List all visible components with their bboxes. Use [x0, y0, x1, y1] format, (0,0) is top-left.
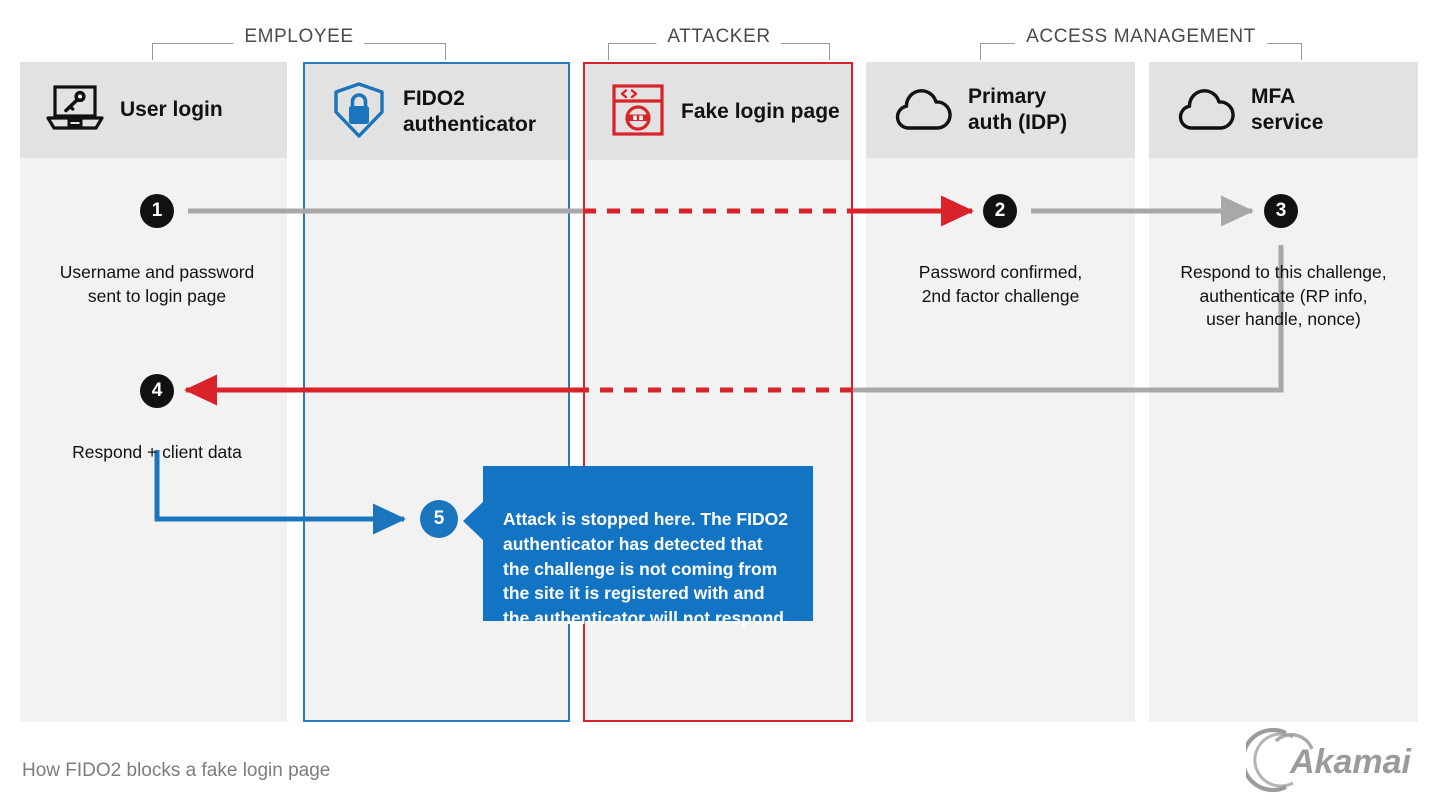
step-badge-1: 1 [140, 194, 174, 228]
lane-header-fido2: FIDO2 authenticator [305, 64, 568, 160]
laptop-key-icon [46, 84, 104, 137]
step-caption-text: Username and password sent to login page [59, 262, 255, 306]
shield-lock-icon [331, 81, 387, 144]
step-number: 3 [1275, 200, 1287, 221]
group-bracket-employee: EMPLOYEE [152, 26, 446, 62]
cloud-icon [1175, 84, 1235, 137]
bracket-tick-right [1301, 43, 1302, 60]
step-number: 4 [151, 380, 163, 401]
bracket-tick-right [829, 43, 830, 60]
step-badge-2: 2 [983, 194, 1017, 228]
lane-title: Fake login page [681, 100, 840, 124]
group-label: EMPLOYEE [233, 26, 365, 48]
group-label: ATTACKER [656, 26, 782, 48]
step-caption-text: Respond to this challenge, authenticate … [1180, 262, 1387, 330]
step-badge-5: 5 [420, 500, 458, 538]
step-caption-2: Password confirmed, 2nd factor challenge [866, 238, 1135, 308]
fake-browser-icon [611, 83, 665, 142]
akamai-wordmark: Akamai [1289, 743, 1413, 781]
step-badge-4: 4 [140, 374, 174, 408]
step-caption-text: Password confirmed, 2nd factor challenge [918, 262, 1083, 306]
group-bracket-attacker: ATTACKER [608, 26, 830, 62]
bracket-tick-right [445, 43, 446, 60]
lane-title: Primary auth (IDP) [968, 85, 1068, 134]
cloud-icon [892, 84, 952, 137]
group-bracket-access-management: ACCESS MANAGEMENT [980, 26, 1302, 62]
callout-text: Attack is stopped here. The FIDO2 authen… [503, 508, 789, 629]
lane-header-user-login: User login [20, 62, 287, 158]
step-badge-3: 3 [1264, 194, 1298, 228]
lane-mfa-service: MFA service [1149, 62, 1418, 722]
bracket-tick-left [152, 43, 153, 60]
lane-header-fake-login: Fake login page [585, 64, 851, 160]
step-caption-text: Respond + client data [72, 442, 242, 463]
lane-primary-auth: Primary auth (IDP) [866, 62, 1135, 722]
callout-step5: Attack is stopped here. The FIDO2 authen… [483, 466, 813, 628]
step-caption-4: Respond + client data [20, 418, 294, 465]
bracket-tick-left [608, 43, 609, 60]
lane-header-mfa-service: MFA service [1149, 62, 1418, 158]
group-label: ACCESS MANAGEMENT [1015, 26, 1267, 48]
step-number: 2 [994, 200, 1006, 221]
footer-caption: How FIDO2 blocks a fake login page [22, 760, 331, 781]
step-caption-1: Username and password sent to login page [20, 238, 294, 308]
akamai-logo: Akamai [1246, 727, 1413, 793]
lane-title: FIDO2 authenticator [403, 87, 537, 136]
bracket-tick-left [980, 43, 981, 60]
step-caption-3: Respond to this challenge, authenticate … [1149, 238, 1418, 332]
lane-title: MFA service [1251, 85, 1324, 134]
lane-header-primary-auth: Primary auth (IDP) [866, 62, 1135, 158]
step-number: 1 [151, 200, 163, 221]
lane-title: User login [120, 98, 223, 122]
callout-notch [463, 500, 485, 542]
step-number: 5 [433, 508, 445, 529]
